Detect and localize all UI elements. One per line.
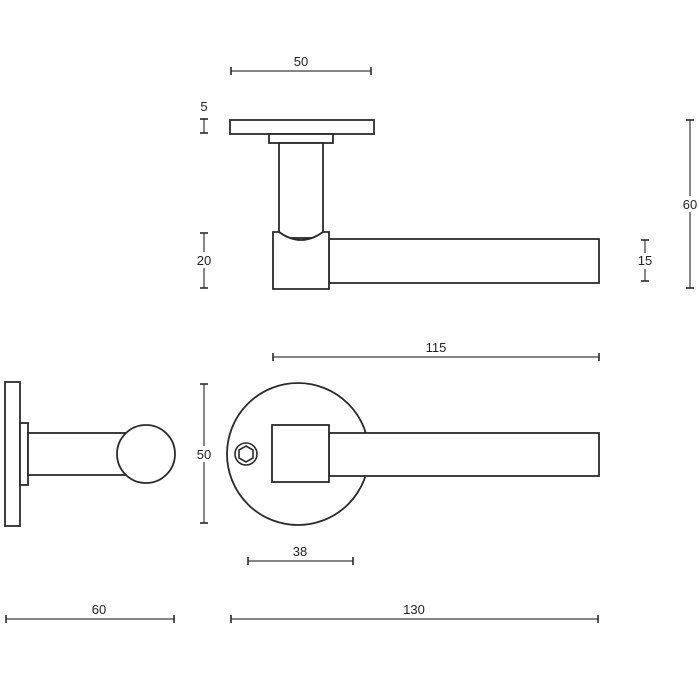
dim-lever-length: 115 xyxy=(272,340,600,361)
dim-label: 50 xyxy=(294,54,308,69)
dim-lever-thickness: 15 xyxy=(635,239,657,282)
dim-label: 60 xyxy=(92,602,106,617)
side-neck xyxy=(27,432,133,476)
side-flange xyxy=(19,422,29,486)
dim-overall-height: 60 xyxy=(679,119,700,289)
top-rose-plate xyxy=(229,119,375,135)
top-lever-bar xyxy=(328,238,600,284)
top-flange xyxy=(268,133,334,144)
hex-screw-icon xyxy=(234,442,258,466)
dim-label: 130 xyxy=(403,602,425,617)
front-view xyxy=(226,382,600,526)
dim-label: 115 xyxy=(426,340,447,355)
front-lever-bar xyxy=(328,432,600,477)
dim-label: 50 xyxy=(197,447,211,462)
dim-top-rose-width: 50 xyxy=(230,54,372,75)
dim-label: 15 xyxy=(638,253,652,268)
side-rose-plate xyxy=(4,381,21,527)
top-block xyxy=(272,231,330,290)
dim-label: 20 xyxy=(197,253,211,268)
top-view xyxy=(229,119,600,290)
top-neck xyxy=(278,142,324,239)
side-view xyxy=(4,381,176,527)
front-square-block xyxy=(271,424,330,483)
dim-block-height: 20 xyxy=(193,232,215,289)
dim-rose-thickness: 5 xyxy=(200,99,208,134)
dim-rose-diameter: 50 xyxy=(193,383,215,524)
dim-label: 38 xyxy=(293,544,307,559)
dim-label: 5 xyxy=(200,99,207,114)
dim-projection-depth: 60 xyxy=(5,602,175,623)
dim-overall-length: 130 xyxy=(230,602,599,623)
dim-square-offset: 38 xyxy=(247,544,354,565)
dim-label: 60 xyxy=(683,197,697,212)
side-lever-end xyxy=(116,424,176,484)
